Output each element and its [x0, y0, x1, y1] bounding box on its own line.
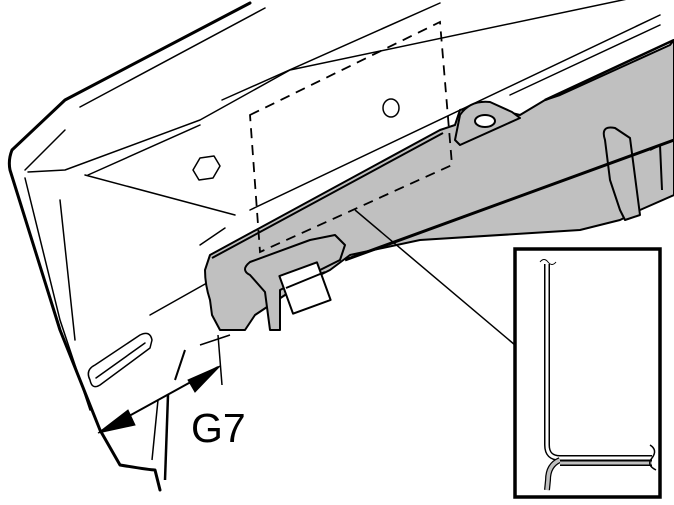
detail-inset [513, 247, 662, 499]
dimension-label-g7: G7 [191, 405, 246, 451]
round-hole [382, 98, 400, 118]
dashed-component-outline [249, 20, 453, 254]
mounting-bracket [199, 38, 674, 346]
hex-nut-icon [192, 155, 221, 181]
leader-line [354, 209, 516, 346]
dimension-arrow [97, 334, 223, 481]
bumper-outer-edge [7, 1, 252, 492]
